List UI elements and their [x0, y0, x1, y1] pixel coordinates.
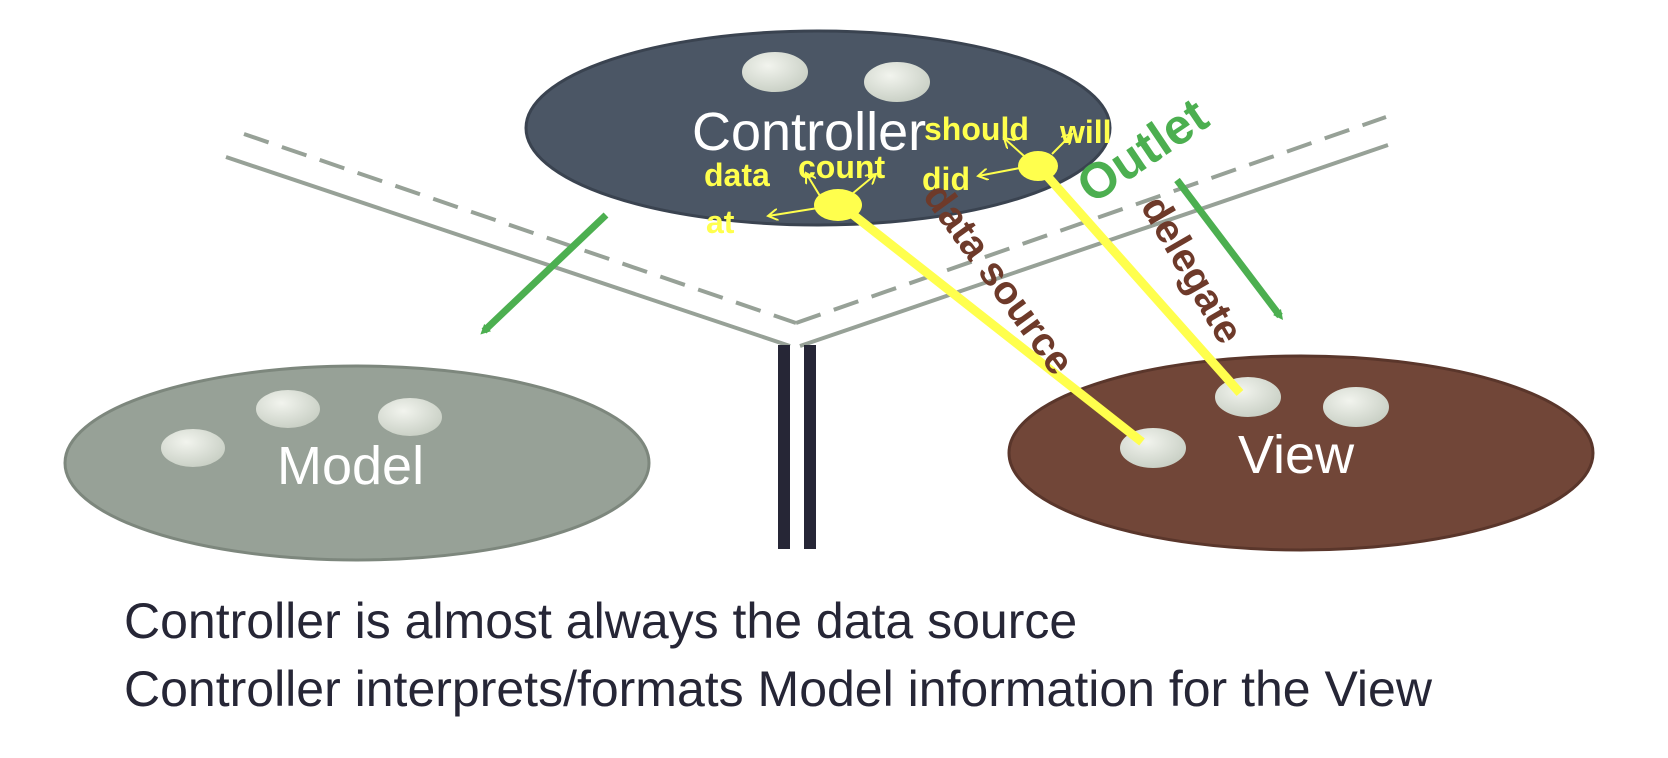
method-arrow: [978, 167, 1021, 176]
boundary-dashed-left: [243, 132, 797, 325]
method-arrow: [1051, 134, 1072, 155]
view-node: View: [1007, 354, 1595, 552]
model-view-wall: [778, 345, 816, 549]
caption-line-1: Controller is almost always the data sou…: [124, 593, 1078, 649]
method-label-data: data: [704, 157, 770, 193]
boundary-solid-right: [799, 143, 1389, 348]
controller-to-model-arrow: [480, 212, 609, 335]
controller-ellipse: [524, 29, 1112, 227]
caption-line-2: Controller interprets/formats Model info…: [124, 661, 1432, 717]
delegate-protocol-dot: [1018, 151, 1058, 181]
model-label: Model: [277, 436, 424, 496]
controller-dot: [862, 60, 932, 104]
outlet-arrow: [1174, 177, 1284, 320]
boundary-dashed-right: [795, 115, 1387, 325]
controller-label: Controller: [692, 102, 926, 162]
method-label-should: should: [924, 111, 1029, 147]
view-dot: [1213, 375, 1283, 419]
wall-bar-left: [778, 345, 790, 549]
method-label-count: count: [798, 149, 885, 185]
data-source-line: [839, 202, 1145, 446]
delegate-line: [1036, 165, 1244, 396]
data-source-protocol-dot: [814, 189, 862, 221]
view-ellipse: [1007, 354, 1595, 552]
method-arrow: [1004, 138, 1025, 157]
controller-node: Controller: [524, 29, 1112, 227]
model-dot: [159, 427, 227, 469]
model-dot: [254, 388, 322, 430]
model-ellipse: [63, 364, 651, 562]
wall-bar-right: [804, 345, 816, 549]
model-dot: [376, 396, 444, 438]
method-label-at: at: [706, 204, 735, 240]
boundary-lines: [225, 115, 1389, 348]
method-arrow: [851, 174, 876, 195]
boundary-solid-left: [225, 155, 791, 348]
controller-dot: [740, 50, 810, 94]
method-arrow: [768, 207, 819, 216]
method-label-did: did: [922, 161, 970, 197]
data-source-method-arrows: [768, 173, 876, 216]
view-label: View: [1238, 425, 1355, 485]
model-node: Model: [63, 364, 651, 562]
delegate-method-arrows: [978, 134, 1072, 176]
method-arrow: [806, 173, 821, 197]
view-dot: [1321, 385, 1391, 429]
method-label-will: will: [1059, 114, 1112, 150]
